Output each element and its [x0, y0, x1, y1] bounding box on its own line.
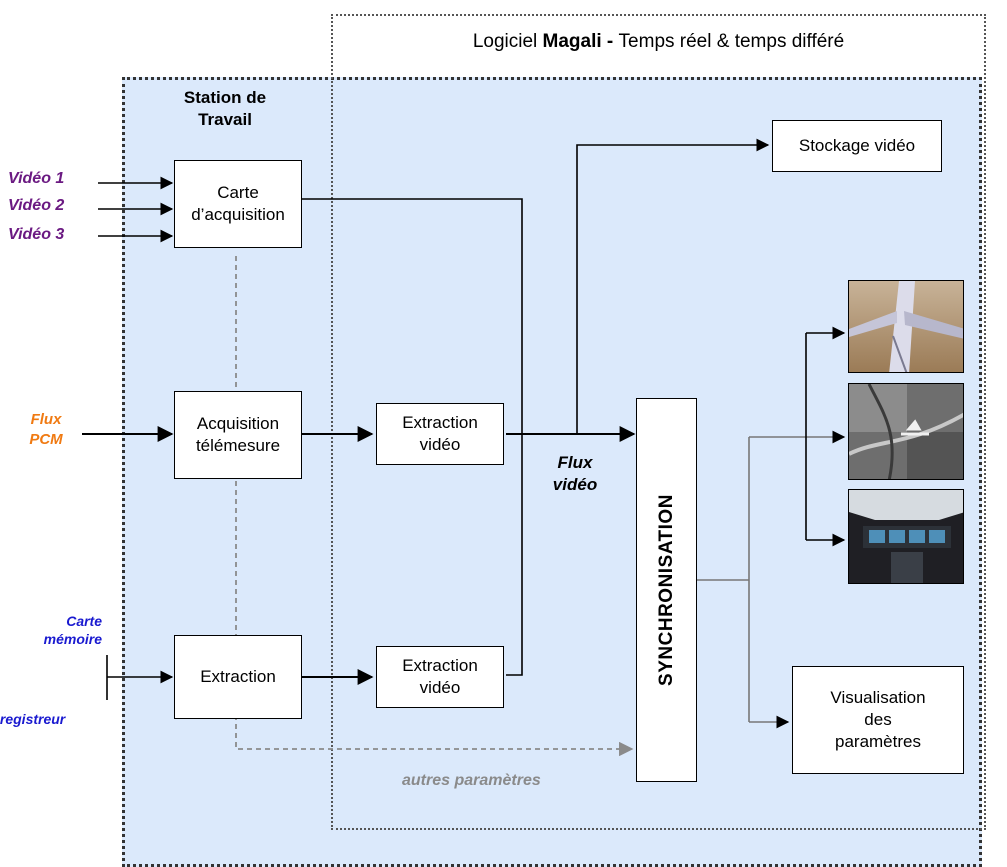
cockpit-image: [849, 490, 963, 583]
stockage-label: Stockage vidéo: [798, 136, 916, 155]
extr-video-1-line2: vidéo: [419, 435, 461, 454]
software-frame: [331, 14, 986, 830]
extr-video-2-line2: vidéo: [419, 678, 461, 697]
label-flux-pcm: Flux PCM: [14, 410, 78, 450]
label-enregistreur: Enregistreur: [0, 711, 66, 727]
label-carte-memoire-line2: mémoire: [43, 631, 102, 647]
box-synchronisation: SYNCHRONISATION: [636, 398, 697, 782]
visu-line3: paramètres: [835, 732, 921, 751]
box-acquisition-telemesure: Acquisition télémesure: [174, 391, 302, 479]
label-flux-video: Flux vidéo: [540, 452, 610, 496]
box-extraction-video-1: Extraction vidéo: [376, 403, 504, 465]
box-extraction-video-2: Extraction vidéo: [376, 646, 504, 708]
label-carte-memoire: Carte mémoire: [2, 612, 102, 648]
sync-label: SYNCHRONISATION: [655, 494, 677, 686]
extr-video-1-line1: Extraction: [402, 413, 478, 432]
label-flux-pcm-line2: PCM: [29, 431, 63, 448]
label-flux-video-line2: vidéo: [552, 475, 598, 494]
thumbnail-cockpit: [848, 489, 964, 584]
line-carte-to-bus: [302, 198, 523, 676]
acq-tele-line2: télémesure: [195, 436, 281, 455]
label-flux-pcm-line1: Flux: [30, 411, 62, 428]
visu-line2: des: [864, 710, 892, 729]
software-name: Magali: [542, 31, 602, 52]
label-video3: Vidéo 3: [8, 226, 65, 243]
line-to-stockage: [576, 138, 770, 434]
label-video1: Vidéo 1: [8, 170, 65, 187]
workstation-title: Station de Travail: [160, 87, 290, 131]
box-carte-acquisition: Carte d’acquisition: [174, 160, 302, 248]
label-carte-memoire-line1: Carte: [66, 613, 102, 629]
workstation-title-line2: Travail: [198, 110, 252, 129]
label-autres-parametres: autres paramètres: [402, 772, 541, 789]
visu-line1: Visualisation: [830, 688, 926, 707]
software-prefix: Logiciel: [472, 31, 543, 52]
thumbnail-aircraft: [848, 280, 964, 373]
box-visualisation: Visualisation des paramètres: [792, 666, 964, 774]
carte-acq-line1: Carte: [217, 183, 259, 202]
workstation-title-line1: Station de: [183, 88, 267, 107]
carte-acq-line2: d’acquisition: [191, 205, 285, 224]
aerial-image: [849, 384, 963, 479]
thumbnail-aerial: [848, 383, 964, 480]
acq-tele-line1: Acquisition: [196, 414, 280, 433]
extr-video-2-line1: Extraction: [402, 656, 478, 675]
software-separator: -: [601, 31, 619, 52]
label-flux-video-line1: Flux: [557, 453, 593, 472]
extraction-label: Extraction: [200, 667, 276, 686]
label-video2: Vidéo 2: [8, 197, 65, 214]
aircraft-image: [849, 281, 963, 372]
software-frame-title: Logiciel Magali - Temps réel & temps dif…: [331, 31, 986, 53]
box-extraction: Extraction: [174, 635, 302, 719]
software-suffix: Temps réel & temps différé: [618, 31, 845, 52]
box-stockage-video: Stockage vidéo: [772, 120, 942, 172]
